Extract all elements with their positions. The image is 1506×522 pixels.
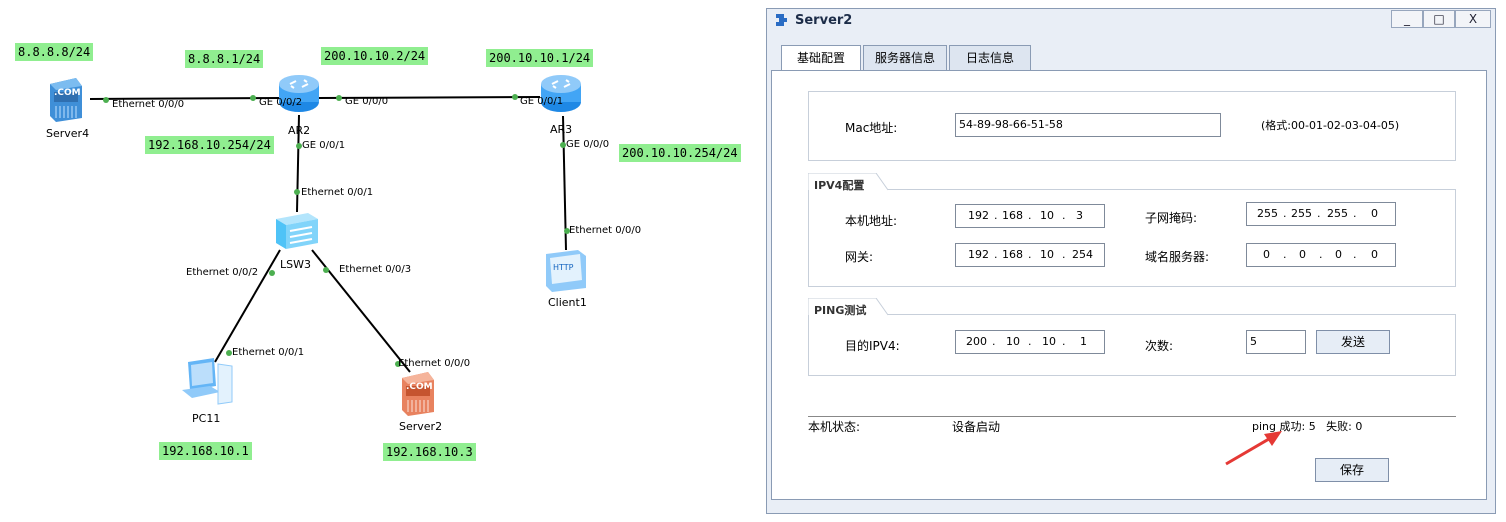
save-button[interactable]: 保存 (1315, 458, 1389, 482)
ar2-name: AR2 (288, 124, 311, 137)
ar2-router-icon[interactable] (276, 72, 322, 119)
lsw3-switch-icon[interactable] (274, 211, 320, 254)
ping-group-title: PING测试 (814, 302, 867, 318)
window-title: Server2 (795, 13, 853, 28)
gateway-field[interactable]: 192. 168. 10. 254 (955, 243, 1105, 267)
minimize-button[interactable]: _ (1391, 10, 1423, 28)
port-label-lsw3-eth002: Ethernet 0/0/2 (186, 267, 259, 278)
maximize-button[interactable]: □ (1423, 10, 1455, 28)
ping-group: 目的IPV4: 200. 10. 10. 1 次数: 5 发送 (808, 314, 1456, 376)
port-label-ar2-ge002: GE 0/0/2 (259, 97, 303, 108)
tab-log-info[interactable]: 日志信息 (949, 45, 1031, 71)
ar3-router-icon[interactable] (538, 72, 584, 119)
ping-count-field[interactable]: 5 (1246, 330, 1306, 354)
port-label-ar2-ge000: GE 0/0/0 (345, 96, 389, 107)
port-label-lsw3-eth003: Ethernet 0/0/3 (339, 264, 412, 275)
annotation-arrow (1225, 431, 1282, 466)
gateway-label: 网关: (845, 250, 874, 264)
server2-icon[interactable]: .COM (398, 370, 438, 419)
pc11-name: PC11 (192, 412, 221, 425)
mac-format-hint: (格式:00-01-02-03-04-05) (1261, 119, 1400, 132)
subnet-mask-label: 子网掩码: (1145, 211, 1198, 225)
ping-target-label: 目的IPV4: (845, 339, 900, 353)
subnet-mask-field[interactable]: 255. 255. 255. 0 (1246, 202, 1396, 226)
port-label-lsw3-eth001: Ethernet 0/0/1 (301, 187, 374, 198)
ping-result: ping 成功: 5 失败: 0 (1252, 420, 1363, 433)
link-ar2-lsw3 (296, 114, 300, 213)
port-label-pc11-eth: Ethernet 0/0/1 (232, 347, 305, 358)
mac-group: Mac地址: 54-89-98-66-51-58 (格式:00-01-02-03… (808, 91, 1456, 161)
pc11-icon[interactable] (180, 358, 236, 411)
topology-canvas: .COM Server4 AR2 AR3 LSW3 (15, 43, 741, 461)
port-label-client1-eth: Ethernet 0/0/0 (569, 225, 642, 236)
tab-basic-config[interactable]: 基础配置 (781, 45, 861, 71)
close-button[interactable]: X (1455, 10, 1491, 28)
link-lsw3-pc11 (214, 249, 281, 363)
tab-server-info[interactable]: 服务器信息 (863, 45, 947, 71)
ip-label-server4: 8.8.8.8/24 (15, 43, 94, 61)
status-divider (808, 416, 1456, 417)
ip-label-ar2-ge000: 200.10.10.2/24 (321, 47, 429, 65)
port-label-server2-eth: Ethernet 0/0/0 (398, 358, 471, 369)
ip-label-ar2-ge001: 192.168.10.254/24 (145, 136, 274, 154)
server2-com-text: .COM (406, 382, 433, 392)
link-ar3-client1 (562, 115, 567, 251)
lsw3-name: LSW3 (280, 258, 311, 271)
ar3-name: AR3 (550, 123, 573, 136)
link-ar2-ar3 (317, 96, 541, 99)
client1-icon[interactable]: HTTP (542, 248, 590, 295)
ping-count-label: 次数: (1145, 339, 1174, 353)
port-dots (103, 94, 570, 367)
send-button[interactable]: 发送 (1316, 330, 1390, 354)
ip-label-ar3-ge000: 200.10.10.254/24 (619, 144, 741, 162)
status-label: 本机状态: (808, 420, 861, 434)
client1-name: Client1 (548, 296, 587, 309)
ip-label-ar2-ge002: 8.8.8.1/24 (185, 50, 264, 68)
link-server4-ar2 (89, 97, 281, 100)
server4-com-text: .COM (54, 88, 81, 98)
client1-http-text: HTTP (553, 263, 574, 272)
server4-icon[interactable]: .COM (46, 76, 86, 125)
port-label-ar2-ge001: GE 0/0/1 (302, 140, 346, 151)
server2-config-window: Server2 _ □ X 基础配置 服务器信息 日志信息 Mac地址: 54-… (766, 8, 1496, 514)
ipv4-group-title: IPV4配置 (814, 177, 865, 193)
ping-target-field[interactable]: 200. 10. 10. 1 (955, 330, 1105, 354)
local-ip-field[interactable]: 192. 168. 10. 3 (955, 204, 1105, 228)
dns-server-field[interactable]: 0. 0. 0. 0 (1246, 243, 1396, 267)
local-ip-label: 本机地址: (845, 214, 898, 228)
status-value: 设备启动 (952, 420, 1001, 434)
ip-label-server2: 192.168.10.3 (383, 443, 476, 461)
topology-links (89, 94, 570, 373)
window-titlebar[interactable]: Server2 _ □ X (767, 9, 1495, 31)
server4-name: Server4 (46, 127, 90, 140)
tab-content-panel: Mac地址: 54-89-98-66-51-58 (格式:00-01-02-03… (771, 70, 1487, 500)
ip-label-pc11: 192.168.10.1 (159, 442, 252, 460)
port-label-server4-eth: Ethernet 0/0/0 (112, 99, 185, 110)
port-label-ar3-ge001: GE 0/0/1 (520, 96, 564, 107)
ipv4-group: 本机地址: 192. 168. 10. 3 子网掩码: 255. 255. 25… (808, 189, 1456, 287)
ip-label-ar3-ge001: 200.10.10.1/24 (486, 49, 594, 67)
app-icon (776, 14, 787, 26)
mac-address-field[interactable]: 54-89-98-66-51-58 (955, 113, 1221, 137)
mac-label: Mac地址: (845, 121, 898, 135)
dns-server-label: 域名服务器: (1145, 250, 1210, 264)
port-label-ar3-ge000: GE 0/0/0 (566, 139, 610, 150)
server2-name: Server2 (399, 420, 443, 433)
